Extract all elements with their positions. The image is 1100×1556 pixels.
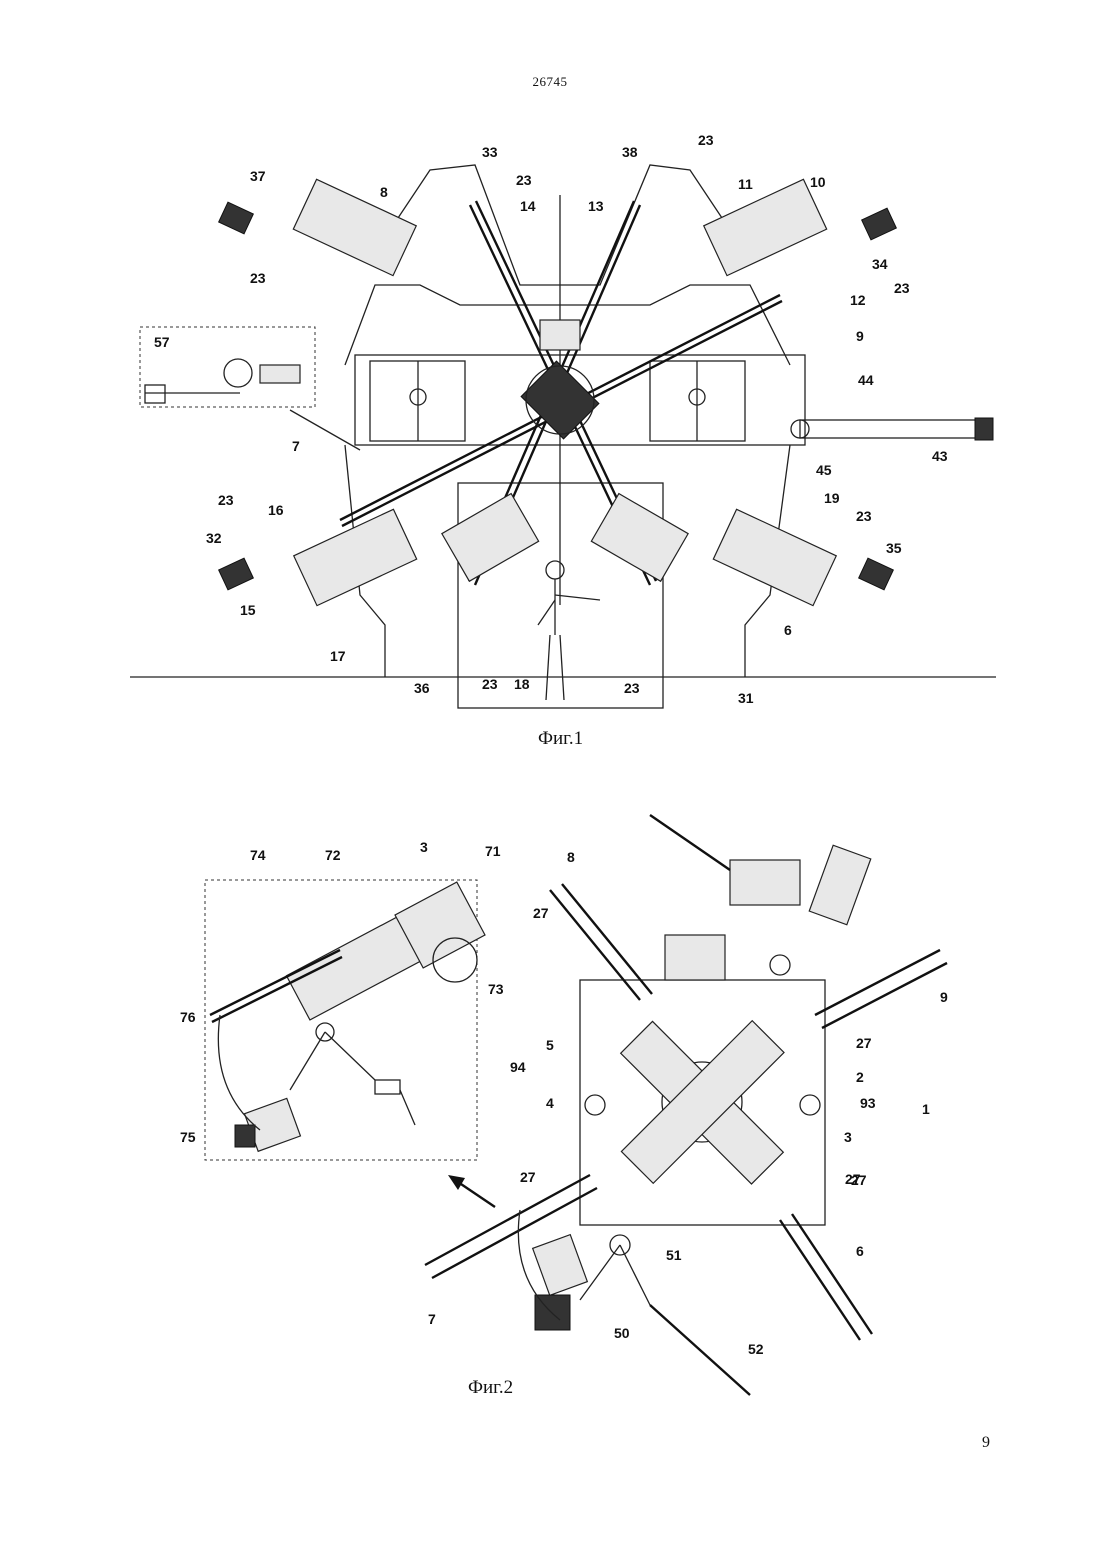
figure-1-reference-label: 12 xyxy=(850,292,866,308)
figure-2-reference-label: 75 xyxy=(180,1129,196,1145)
figure-2-reference-label: 72 xyxy=(325,847,341,863)
figure-1-reference-label: 6 xyxy=(784,622,792,638)
figure-1-reference-label: 35 xyxy=(886,540,902,556)
document-number: 26745 xyxy=(0,74,1100,90)
figure-1-reference-label: 23 xyxy=(856,508,872,524)
figure-1-reference-label: 57 xyxy=(154,334,170,350)
figure-1-reference-label: 36 xyxy=(414,680,430,696)
figure-2-reference-label: 74 xyxy=(250,847,266,863)
figure-1-reference-label: 23 xyxy=(218,492,234,508)
figure-1-reference-label: 15 xyxy=(240,602,256,618)
figure-1-reference-label: 7 xyxy=(292,438,300,454)
figure-1-reference-label: 13 xyxy=(588,198,604,214)
figure-1-reference-label: 34 xyxy=(872,256,888,272)
figure-2-caption: Фиг.2 xyxy=(468,1377,513,1399)
figure-2-reference-label: 5 xyxy=(546,1037,554,1053)
figure-1-reference-label: 18 xyxy=(514,676,530,692)
page-number: 9 xyxy=(982,1434,990,1452)
figure-1-reference-label: 19 xyxy=(824,490,840,506)
figure-1-reference-label: 23 xyxy=(516,172,532,188)
figure-2-reference-label: 1 xyxy=(922,1101,930,1117)
figure-2-reference-label: 27 xyxy=(845,1171,861,1187)
figure-2-drawing: 7472371827732797652794249317532727517650… xyxy=(170,800,990,1410)
figure-1-reference-label: 10 xyxy=(810,174,826,190)
figure-2-reference-label: 3 xyxy=(844,1129,852,1145)
figure-2-reference-label: 8 xyxy=(567,849,575,865)
figure-2-reference-label: 4 xyxy=(546,1095,554,1111)
figure-1-drawing: 33 23 38 23 37 8 14 13 11 10 23 34 23 12 9 57 44 43 7 45 16 1… xyxy=(130,125,1000,765)
figure-1-reference-label: 23 xyxy=(698,132,714,148)
figure-1-reference-label: 43 xyxy=(932,448,948,464)
figure-2-reference-label: 9 xyxy=(940,989,948,1005)
figure-1-reference-label: 23 xyxy=(894,280,910,296)
figure-2-reference-label: 7 xyxy=(428,1311,436,1327)
figure-2-reference-label: 3 xyxy=(420,839,428,855)
figure-1-reference-label: 33 xyxy=(482,144,498,160)
figure-2-reference-label: 27 xyxy=(520,1169,536,1185)
figure-2-reference-label: 71 xyxy=(485,843,501,859)
figure-2-reference-label: 73 xyxy=(488,981,504,997)
figure-1-reference-label: 23 xyxy=(624,680,640,696)
figure-1-caption: Фиг.1 xyxy=(538,728,583,750)
figure-1-reference-label: 9 xyxy=(856,328,864,344)
figure-2-reference-label: 6 xyxy=(856,1243,864,1259)
figure-2-reference-label: 51 xyxy=(666,1247,682,1263)
figure-1-reference-label: 23 xyxy=(482,676,498,692)
figure-1-reference-label: 32 xyxy=(206,530,222,546)
figure-1-reference-label: 17 xyxy=(330,648,346,664)
figure-1-reference-label: 23 xyxy=(250,270,266,286)
figure-1-reference-label: 14 xyxy=(520,198,536,214)
figure-1-reference-label: 44 xyxy=(858,372,874,388)
figure-2-reference-label: 52 xyxy=(748,1341,764,1357)
figure-1-reference-label: 38 xyxy=(622,144,638,160)
figure-1-reference-label: 37 xyxy=(250,168,266,184)
figure-2-reference-label: 76 xyxy=(180,1009,196,1025)
figure-1-reference-label: 16 xyxy=(268,502,284,518)
figure-1-reference-label: 8 xyxy=(380,184,388,200)
figure-2-reference-label: 27 xyxy=(856,1035,872,1051)
figure-1-reference-label: 45 xyxy=(816,462,832,478)
figure-2-reference-label: 93 xyxy=(860,1095,876,1111)
figure-2-reference-label: 50 xyxy=(614,1325,630,1341)
figure-2-reference-label: 2 xyxy=(856,1069,864,1085)
figure-2-reference-label: 27 xyxy=(533,905,549,921)
figure-1-reference-label: 31 xyxy=(738,690,754,706)
figure-1-reference-label: 11 xyxy=(738,176,753,192)
figure-2-reference-label: 94 xyxy=(510,1059,526,1075)
